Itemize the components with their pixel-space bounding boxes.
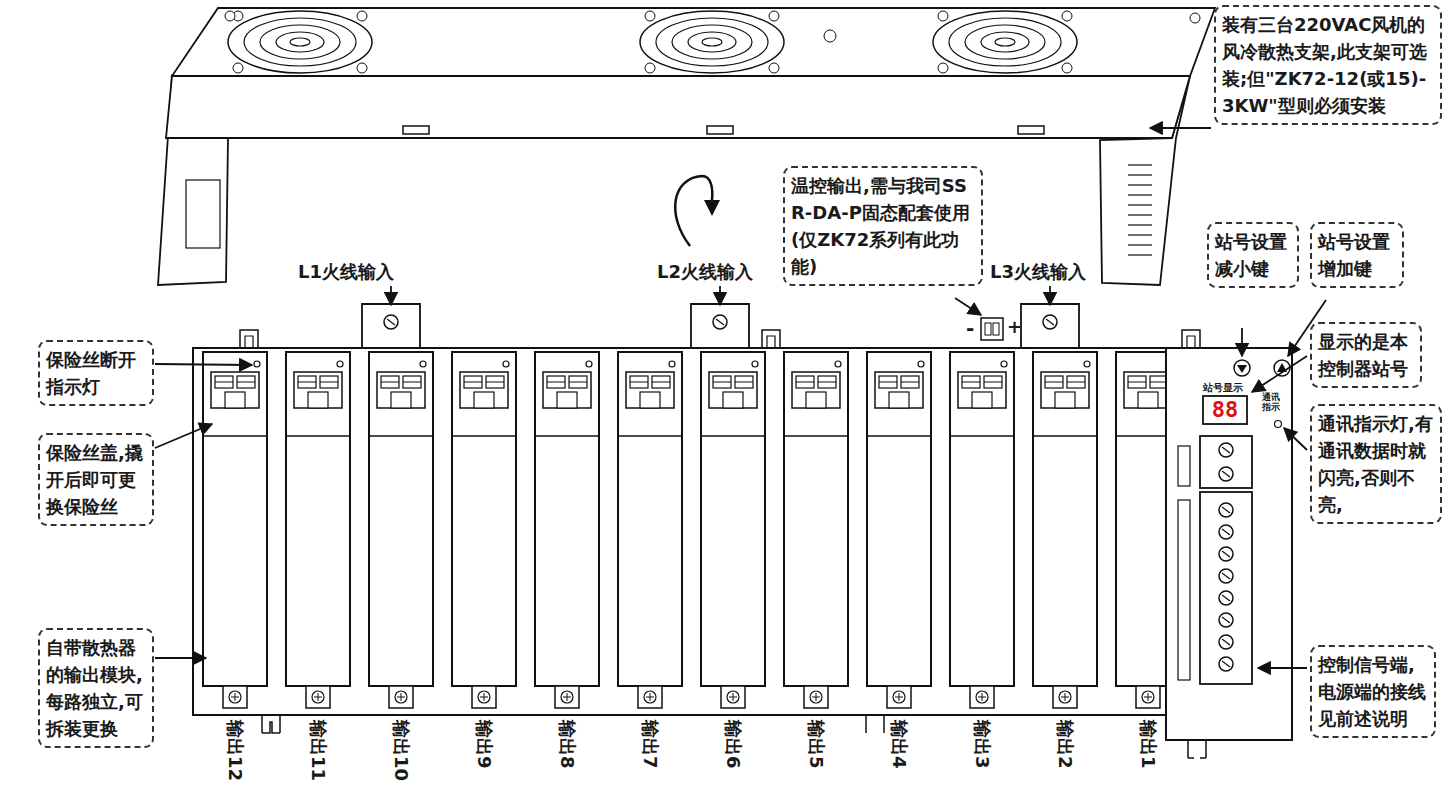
callout-box: 控制信号端,电源端的接线见前述说明 <box>1310 645 1436 738</box>
output-label: 输出5 <box>805 720 827 769</box>
callout-box: 显示的是本控制器站号 <box>1310 322 1422 388</box>
callout-box: 保险丝盖,撬开后即可更换保险丝 <box>38 433 154 526</box>
part-label: - <box>966 316 974 340</box>
callout-text: 保险丝盖,撬开后即可更换保险丝 <box>46 439 146 520</box>
callout-text: 通讯指示灯,有通讯数据时就闪亮,否则不亮, <box>1318 410 1434 518</box>
callout-text: 装有三台220VAC风机的风冷散热支架,此支架可选装;但"ZK72-12(或15… <box>1222 11 1434 119</box>
part-label: 站号显示 <box>1203 381 1243 395</box>
callout-box: 温控输出,需与我司SSR-DA-P固态配套使用(仅ZK72系列有此功能) <box>783 166 983 286</box>
output-label: 输出10 <box>390 720 412 781</box>
part-label: L3火线输入 <box>990 260 1086 284</box>
station-display: 88 <box>1203 396 1247 424</box>
part-label: L1火线输入 <box>298 260 394 284</box>
rotation-arrow <box>675 176 720 246</box>
callout-text: 自带散热器的输出模块,每路独立,可拆装更换 <box>46 634 146 742</box>
output-label: 输出2 <box>1054 720 1076 769</box>
part-label: + <box>1007 316 1022 337</box>
callout-box: 装有三台220VAC风机的风冷散热支架,此支架可选装;但"ZK72-12(或15… <box>1214 5 1442 125</box>
callout-text: 站号设置减小键 <box>1215 228 1291 282</box>
callout-text: 保险丝断开指示灯 <box>46 346 146 400</box>
part-label: 通讯 指示 <box>1262 392 1284 413</box>
part-label: L2火线输入 <box>657 260 753 284</box>
output-label: 输出9 <box>473 720 495 769</box>
callout-box: 通讯指示灯,有通讯数据时就闪亮,否则不亮, <box>1310 404 1442 524</box>
output-label: 输出12 <box>224 720 246 781</box>
callout-box: 保险丝断开指示灯 <box>38 340 154 406</box>
leader-lines <box>155 128 1326 668</box>
output-label: 输出8 <box>556 720 578 769</box>
output-label: 输出11 <box>307 720 329 781</box>
controller-body <box>193 304 1292 758</box>
callout-box: 站号设置增加键 <box>1310 222 1404 288</box>
callout-box: 自带散热器的输出模块,每路独立,可拆装更换 <box>38 628 154 748</box>
callout-text: 站号设置增加键 <box>1318 228 1396 282</box>
output-label: 输出7 <box>639 720 661 769</box>
output-label: 输出6 <box>722 720 744 769</box>
output-label: 输出4 <box>888 720 910 769</box>
callout-text: 温控输出,需与我司SSR-DA-P固态配套使用(仅ZK72系列有此功能) <box>791 172 975 280</box>
callout-box: 站号设置减小键 <box>1207 222 1299 288</box>
callout-text: 控制信号端,电源端的接线见前述说明 <box>1318 651 1428 732</box>
output-label: 输出1 <box>1137 720 1159 769</box>
output-label: 输出3 <box>971 720 993 769</box>
fan-bracket <box>158 8 1215 285</box>
callout-text: 显示的是本控制器站号 <box>1318 328 1414 382</box>
